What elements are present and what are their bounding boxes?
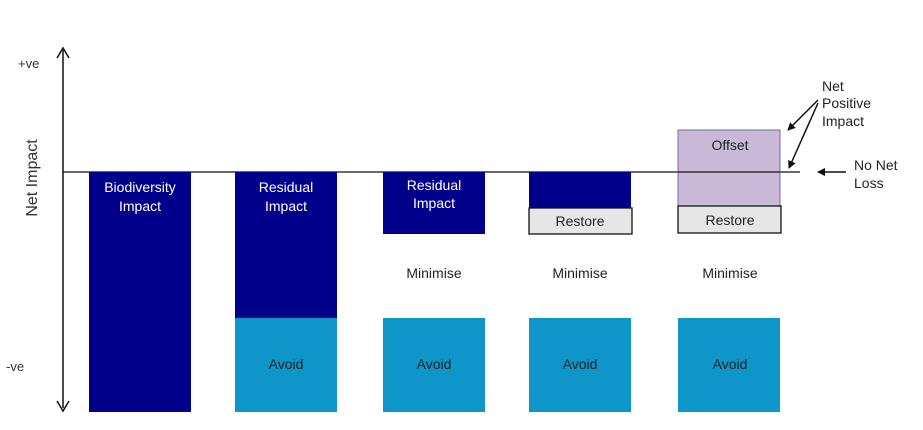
residual-impact-bar [235,172,337,318]
restore-bar [528,207,633,235]
avoid-bar [383,318,485,412]
offset-label: Offset [711,137,748,153]
residual-impact-label-line1: Residual [407,177,461,193]
net-positive-arrow-to-line-icon [788,102,819,169]
biodiversity-impact-label-line2: Impact [119,198,161,214]
avoid-label: Avoid [713,356,748,372]
positive-label: +ve [18,56,39,71]
minimise-label: Minimise [702,265,757,281]
no-net-loss-label-line1: No Net [854,157,898,173]
restore-bar [677,205,782,234]
biodiversity-impact-bar [89,172,191,412]
restore-label: Restore [555,213,604,229]
minimise-label: Minimise [406,265,461,281]
net-positive-impact-line1: Net [822,78,844,94]
negative-label: -ve [6,359,24,374]
avoid-label: Avoid [417,356,452,372]
avoid-label: Avoid [563,356,598,372]
residual-impact-bar [383,172,485,234]
net-positive-arrow-to-offset-icon [787,99,819,131]
y-axis-down-arrow-icon [56,400,70,413]
avoid-bar [529,318,631,412]
net-positive-impact-line2: Positive [822,95,871,111]
biodiversity-impact-label-line1: Biodiversity [104,179,176,195]
residual-impact-label-line1: Residual [259,179,313,195]
avoid-bar [235,318,337,412]
y-axis-title: Net Impact [24,139,41,217]
restore-label: Restore [705,212,754,228]
residual-impact-bar [529,172,631,208]
avoid-bar [678,318,780,412]
y-axis-up-arrow-icon [56,46,70,59]
residual-impact-label-line2: Impact [413,195,455,211]
residual-impact-label-line2: Impact [265,198,307,214]
no-net-loss-label-line2: Loss [854,175,884,191]
minimise-label: Minimise [552,265,607,281]
avoid-label: Avoid [269,356,304,372]
net-positive-impact-line3: Impact [822,113,864,129]
